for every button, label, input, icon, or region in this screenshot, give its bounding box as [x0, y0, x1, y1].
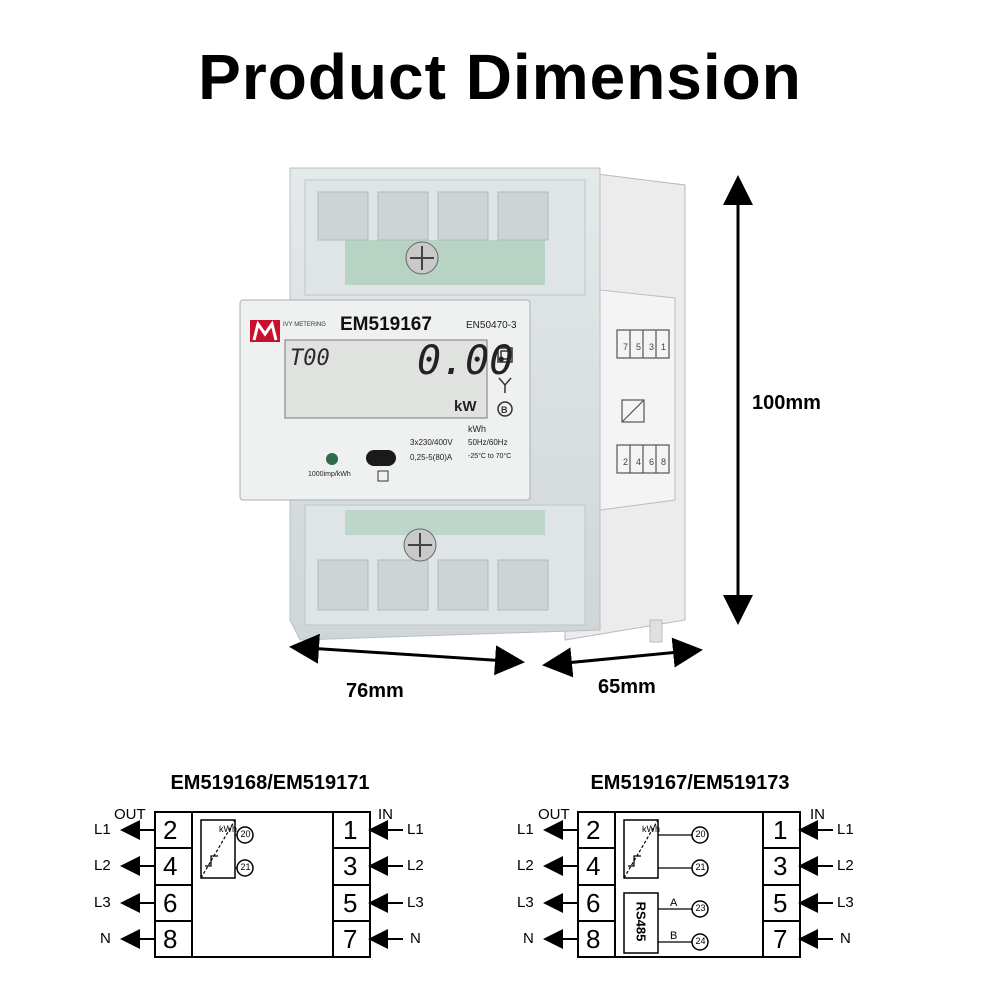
left-rline-l2: L2 — [407, 857, 424, 874]
svg-text:5: 5 — [636, 342, 641, 352]
right-line-l2: L2 — [517, 857, 534, 874]
left-in-label: IN — [378, 806, 393, 823]
page-title: Product Dimension — [198, 41, 802, 113]
svg-text:8: 8 — [661, 457, 666, 467]
left-terminal-7: 7 — [343, 924, 358, 954]
right-in-label: IN — [810, 806, 825, 823]
right-rs485-label: RS485 — [633, 901, 649, 942]
right-terminal-6: 6 — [586, 888, 601, 918]
meter-brand: IVY METERING — [283, 322, 326, 328]
svg-text:1: 1 — [661, 342, 666, 352]
right-terminal-8: 8 — [586, 924, 601, 954]
depth-label: 65mm — [598, 676, 656, 698]
lcd-unit: kW — [454, 398, 477, 415]
width-arrow — [289, 633, 525, 676]
left-rline-l3: L3 — [407, 894, 424, 911]
lcd-value: 0.00 — [417, 338, 514, 384]
left-rline-n: N — [410, 930, 421, 947]
svg-text:6: 6 — [649, 457, 654, 467]
meter-frequency: 50Hz/60Hz — [468, 438, 508, 447]
right-terminal-3: 3 — [773, 851, 788, 881]
right-rline-n: N — [840, 930, 851, 947]
svg-text:B: B — [501, 405, 508, 415]
svg-text:3: 3 — [649, 342, 654, 352]
left-terminal-2: 2 — [163, 815, 178, 845]
left-line-l2: L2 — [94, 857, 111, 874]
right-pulse-21: 21 — [695, 862, 706, 872]
right-b-label: B — [670, 930, 678, 942]
right-rs-24: 24 — [695, 936, 706, 946]
right-kwh: kWh — [642, 824, 660, 834]
left-line-l3: L3 — [94, 894, 111, 911]
right-terminal-5: 5 — [773, 888, 788, 918]
right-rline-l1: L1 — [837, 821, 854, 838]
right-line-l3: L3 — [517, 894, 534, 911]
right-rline-l2: L2 — [837, 857, 854, 874]
left-terminal-1: 1 — [343, 815, 358, 845]
right-pulse-20: 20 — [695, 829, 706, 839]
svg-text:7: 7 — [623, 342, 628, 352]
left-line-n: N — [100, 930, 111, 947]
svg-text:2: 2 — [623, 457, 628, 467]
right-terminal-7: 7 — [773, 924, 788, 954]
meter-front: B — [239, 167, 601, 641]
left-out-label: OUT — [114, 806, 146, 823]
lcd-left-text: T00 — [290, 346, 330, 371]
left-terminal-3: 3 — [343, 851, 358, 881]
left-pulse-20: 20 — [240, 829, 251, 839]
diagram-right-title: EM519167/EM519173 — [590, 772, 790, 794]
left-line-l1: L1 — [94, 821, 111, 838]
meter-voltage: 3x230/400V — [410, 438, 453, 447]
meter-current: 0,25-5(80)A — [410, 453, 453, 462]
left-rline-l1: L1 — [407, 821, 424, 838]
meter-impulse: 1000imp/kWh — [308, 471, 351, 478]
svg-text:4: 4 — [636, 457, 641, 467]
right-line-n: N — [523, 930, 534, 947]
left-kwh: kWh — [219, 824, 237, 834]
width-label: 76mm — [346, 680, 404, 702]
right-line-l1: L1 — [517, 821, 534, 838]
meter-standard: EN50470-3 — [466, 320, 517, 331]
diagram-left-title: EM519168/EM519171 — [170, 772, 370, 794]
meter-model: EM519167 — [340, 314, 432, 335]
right-a-label: A — [670, 897, 678, 909]
right-terminal-2: 2 — [586, 815, 601, 845]
depth-arrow — [542, 637, 703, 678]
meter-kwh-label: kWh — [468, 424, 486, 434]
right-rs-23: 23 — [695, 903, 706, 913]
left-terminal-8: 8 — [163, 924, 178, 954]
height-label: 100mm — [752, 392, 821, 414]
left-terminal-6: 6 — [163, 888, 178, 918]
right-terminal-1: 1 — [773, 815, 788, 845]
meter-temperature: -25°C to 70°C — [468, 453, 512, 460]
right-rline-l3: L3 — [837, 894, 854, 911]
right-out-label: OUT — [538, 806, 570, 823]
left-terminal-5: 5 — [343, 888, 358, 918]
left-pulse-21: 21 — [240, 862, 251, 872]
left-terminal-4: 4 — [163, 851, 178, 881]
right-terminal-4: 4 — [586, 851, 601, 881]
